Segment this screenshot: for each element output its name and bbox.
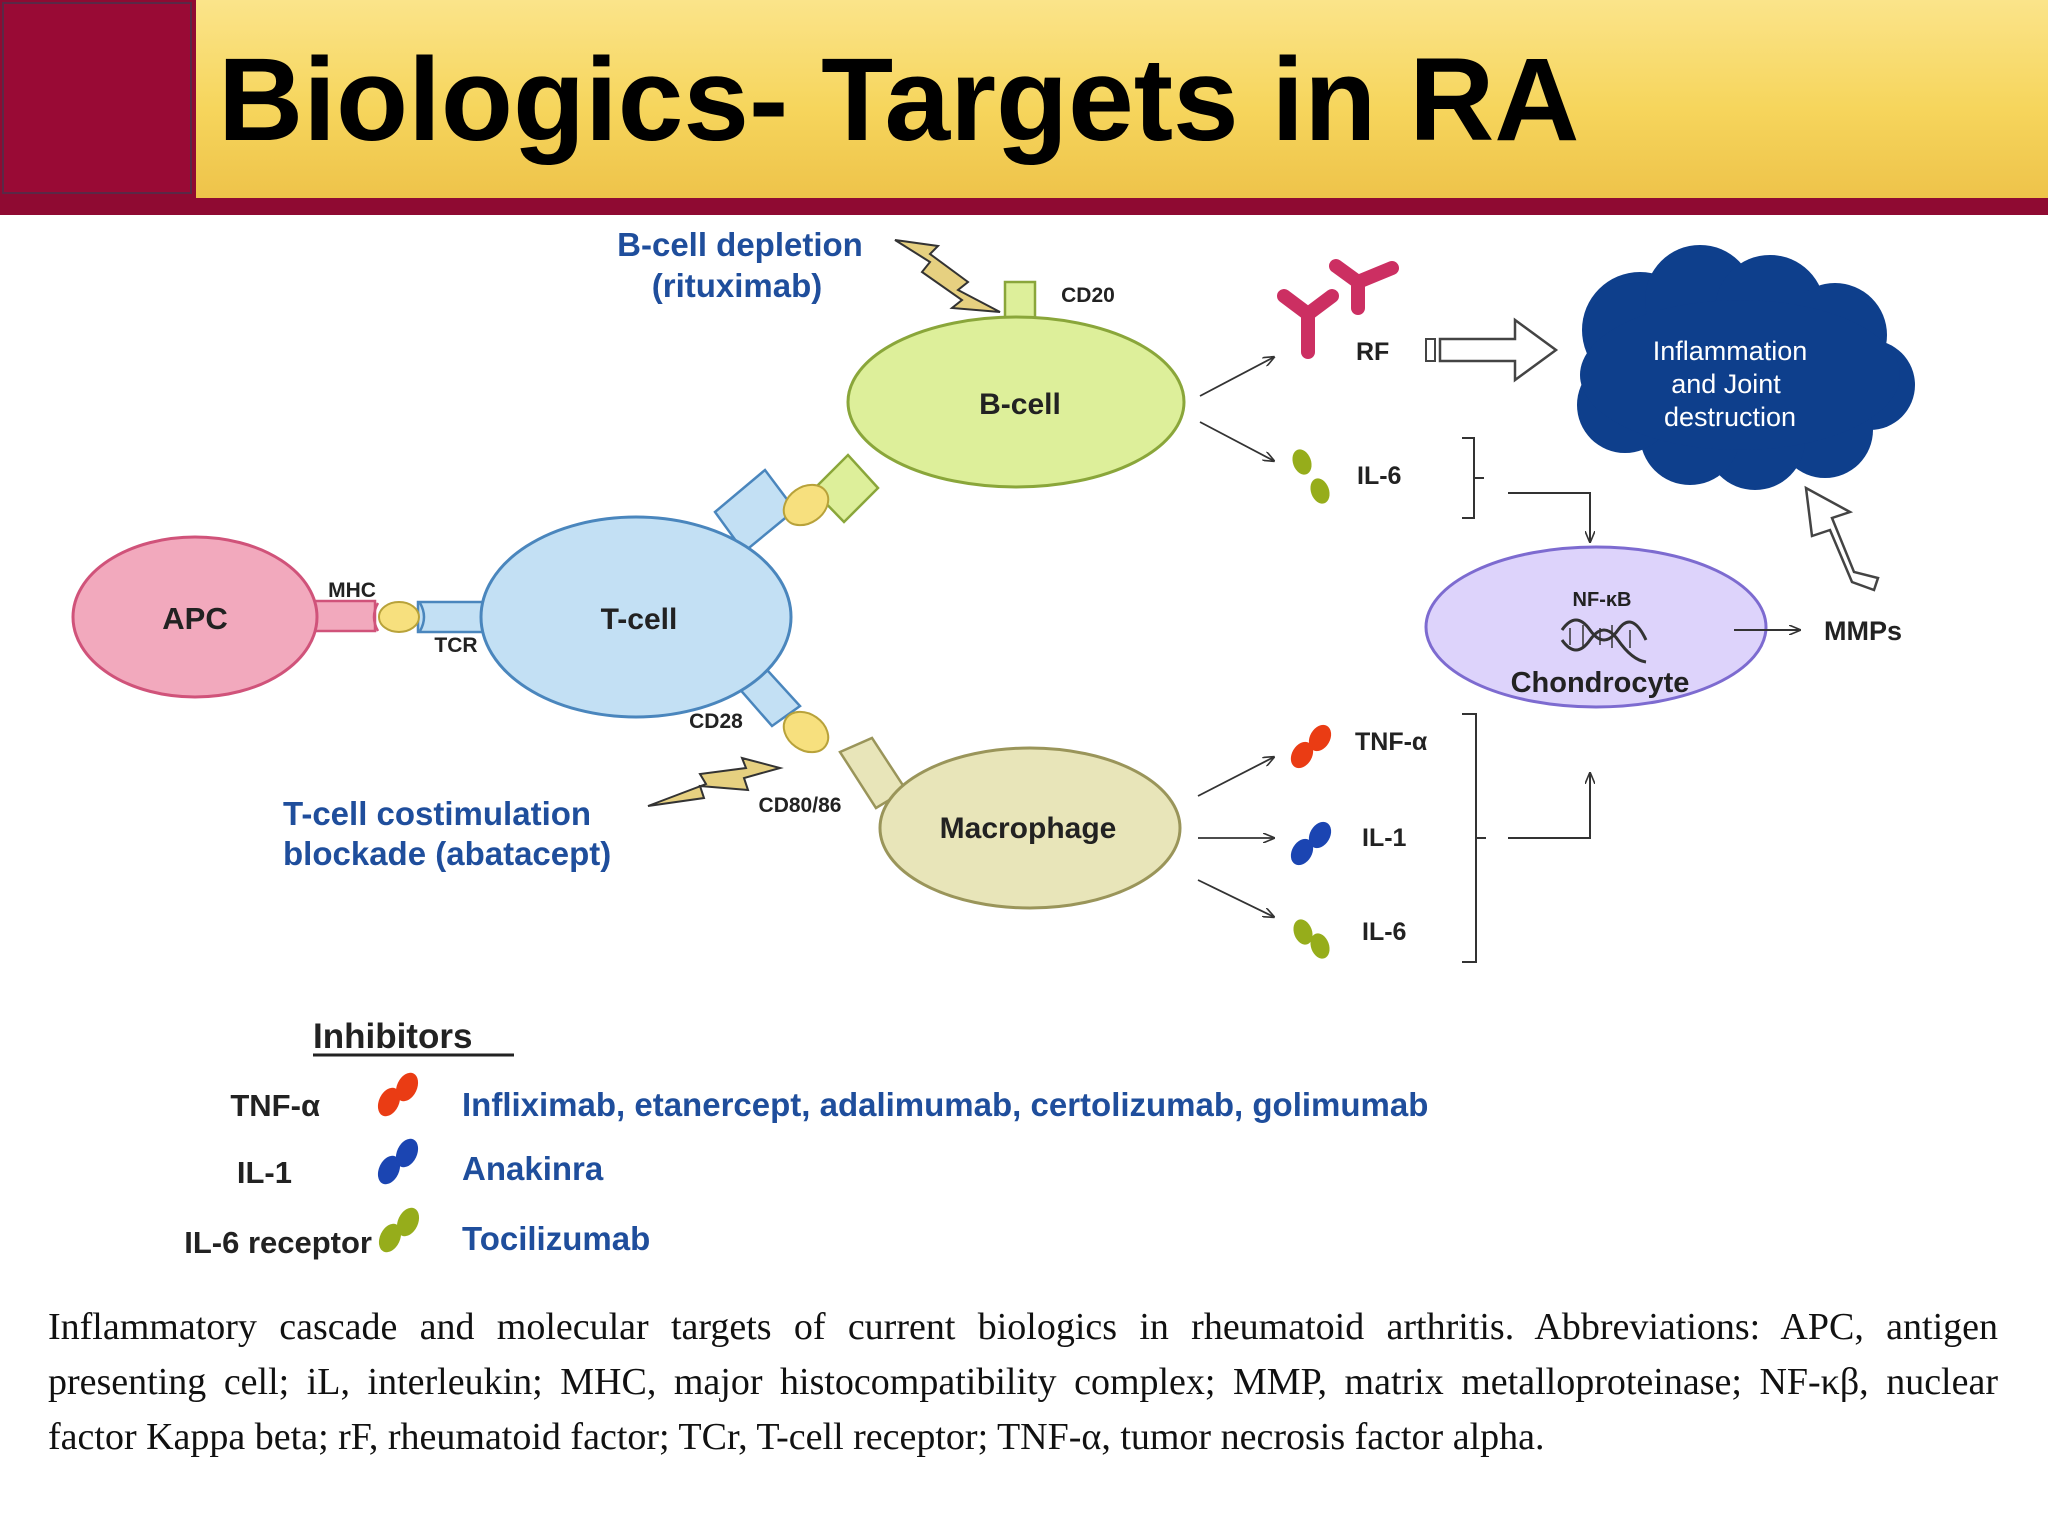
dna-icon — [1560, 618, 1648, 664]
chondrocyte-cell — [1424, 545, 1768, 709]
tcell-ellipse — [479, 515, 793, 719]
rf-to-cloud-arrow — [1425, 317, 1559, 383]
bcell-depletion-label: B-cell depletion — [617, 226, 863, 263]
tcell-costimulation-label: T-cell costimulation — [283, 795, 591, 832]
antigen-mhc-tcr — [378, 601, 420, 633]
page-title: Biologics- Targets in RA — [218, 34, 1580, 166]
abatacept-label: blockade (abatacept) — [283, 835, 611, 872]
cd80-86-label: CD80/86 — [759, 794, 842, 817]
arrow-macrophage-il6 — [1197, 879, 1274, 917]
legend-il6-dot-a — [378, 1223, 402, 1253]
inhibitors-legend: Inhibitors TNF-α Infliximab, etanercept,… — [184, 1017, 1428, 1260]
il6-bcell-dots — [1292, 449, 1330, 504]
bcell-ellipse — [846, 315, 1186, 489]
inflammation-cloud — [1577, 245, 1915, 490]
apc-ellipse — [71, 535, 319, 699]
legend-il1-dot-b — [395, 1138, 419, 1168]
header-accent-block — [2, 2, 192, 194]
legend-target-il1: IL-1 — [237, 1155, 292, 1190]
legend-il1-dot-a — [377, 1155, 401, 1185]
apc-cell: APC — [71, 535, 377, 699]
mmps-label: MMPs — [1824, 616, 1902, 646]
il6-bracket — [1462, 437, 1484, 519]
antigen-tcell-macrophage — [782, 710, 830, 754]
tnf-dots — [1290, 724, 1332, 769]
mmps-to-cloud-arrow — [1804, 485, 1880, 592]
legend-drugs-tnf: Infliximab, etanercept, adalimumab, cert… — [462, 1086, 1428, 1123]
arrow-cytokines-chondrocyte — [1508, 773, 1590, 839]
il6-macrophage-dots — [1293, 919, 1330, 959]
il6-macrophage-label: IL-6 — [1362, 918, 1406, 946]
bcell-label: B-cell — [979, 388, 1061, 421]
legend-target-tnf: TNF-α — [230, 1088, 320, 1123]
tcr-stalk — [416, 600, 488, 634]
legend-drugs-il1: Anakinra — [462, 1150, 604, 1187]
tnf-label: TNF-α — [1355, 728, 1428, 756]
il1-label: IL-1 — [1362, 824, 1407, 852]
cd20-stalk — [1003, 280, 1037, 322]
macrophage-ellipse — [878, 746, 1182, 910]
chondrocyte-ellipse — [1424, 545, 1768, 709]
cloud-text-line1: Inflammation — [1653, 336, 1808, 366]
mhc-stalk — [313, 599, 377, 633]
mhc-label: MHC — [328, 579, 376, 602]
arrow-il6-chondrocyte — [1508, 492, 1590, 542]
tcell-label: T-cell — [601, 603, 678, 636]
antigen-tcell-bcell — [782, 483, 830, 527]
macrophage-cell: Macrophage — [838, 736, 1182, 910]
legend-tnf-dot-a — [377, 1087, 401, 1117]
inhibitors-heading: Inhibitors — [313, 1017, 472, 1056]
tcr-cup — [418, 602, 426, 632]
arrow-bcell-il6 — [1199, 421, 1274, 461]
mhc-cup — [372, 602, 380, 632]
il1-dots — [1290, 821, 1332, 866]
bcell-receptor-stalk — [811, 453, 880, 524]
rituximab-label: (rituximab) — [652, 267, 823, 304]
arrow-bcell-rf — [1199, 357, 1274, 397]
abatacept-lightning-icon — [647, 756, 784, 807]
cloud-text-line2: and Joint — [1671, 369, 1781, 399]
chondrocyte-label: Chondrocyte — [1511, 667, 1690, 699]
legend-drugs-il6: Tocilizumab — [462, 1220, 650, 1257]
bcell-cell: B-cell — [811, 280, 1186, 524]
nfkb-label: NF-κB — [1573, 589, 1632, 611]
rf-label: RF — [1356, 338, 1389, 366]
figure-caption: Inflammatory cascade and molecular targe… — [48, 1306, 1998, 1458]
il6-bcell-label: IL-6 — [1357, 462, 1401, 490]
apc-label: APC — [162, 601, 227, 636]
tcr-label: TCR — [434, 634, 477, 657]
legend-tnf-dot-b — [395, 1072, 419, 1102]
tcell-cell: T-cell — [416, 468, 802, 728]
arrow-macrophage-tnf — [1197, 757, 1274, 797]
header-title-box — [196, 0, 2048, 198]
cytokine-bracket — [1462, 713, 1486, 963]
legend-target-il6: IL-6 receptor — [184, 1225, 372, 1260]
rituximab-lightning-icon — [894, 239, 1001, 313]
cloud-text-line3: destruction — [1664, 402, 1796, 432]
cd20-label: CD20 — [1061, 284, 1115, 307]
legend-il6-dot-b — [396, 1207, 420, 1237]
rf-antibody-icon — [1277, 259, 1399, 359]
macrophage-label: Macrophage — [940, 812, 1117, 845]
cd28-label: CD28 — [689, 710, 743, 733]
